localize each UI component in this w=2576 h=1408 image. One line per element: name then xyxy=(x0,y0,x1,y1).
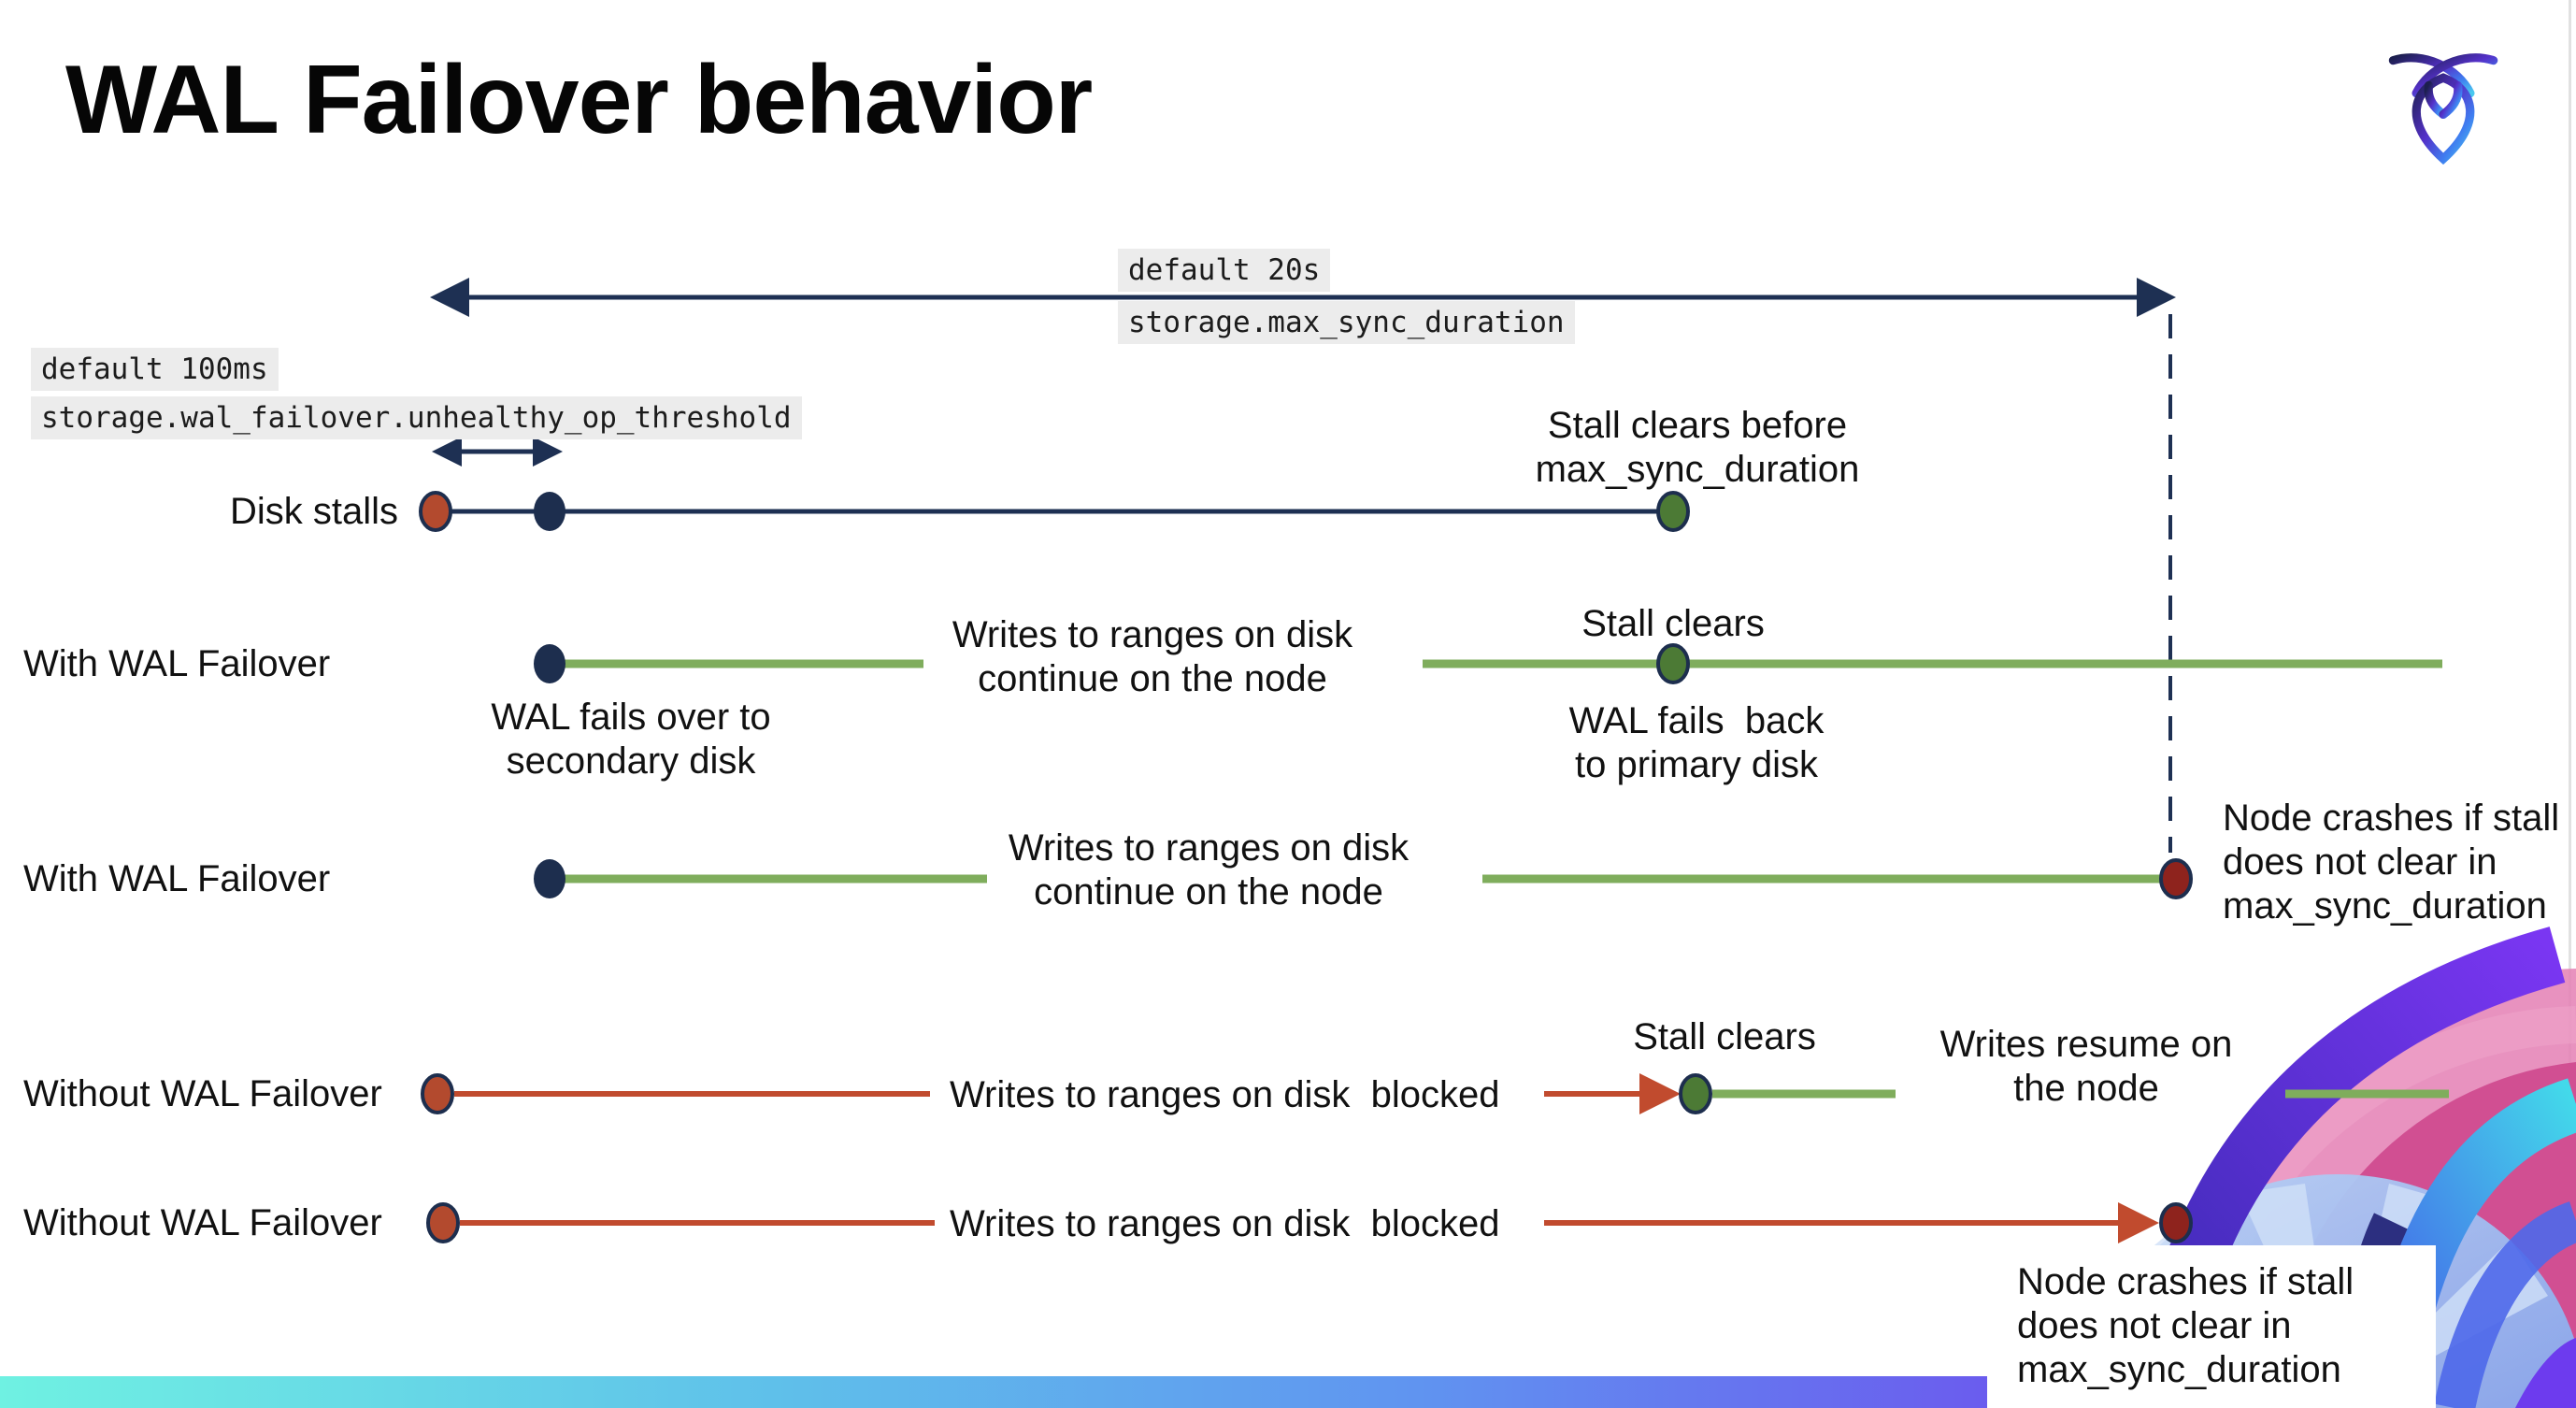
node-crashes-label-1: Node crashes if stall does not clear in … xyxy=(2223,797,2560,927)
writes-continue-label-2: Writes to ranges on disk continue on the… xyxy=(1008,827,1410,912)
crash-dot xyxy=(2159,858,2193,899)
writes-resume-label: Writes resume on the node xyxy=(1939,1024,2233,1109)
stall-clear-dot xyxy=(1656,491,1690,532)
stall-clear-dot xyxy=(1656,643,1690,684)
row-label-disk-stalls: Disk stalls xyxy=(230,491,399,532)
crash-dot xyxy=(2159,1202,2193,1243)
stall-clears-before-label: Stall clears before max_sync_duration xyxy=(1535,405,1860,490)
stall-start-dot xyxy=(421,1073,454,1114)
stall-clears-label-2: Stall clears xyxy=(1633,1016,1816,1057)
row-label-without-wal-failover-2: Without WAL Failover xyxy=(23,1202,382,1243)
slide-edge-line xyxy=(2569,0,2571,1372)
stall-clear-dot xyxy=(1679,1073,1712,1114)
wal-fails-back-label: WAL fails back to primary disk xyxy=(1568,700,1825,785)
failover-dot xyxy=(534,859,565,898)
stall-start-dot xyxy=(419,491,452,532)
row-label-with-wal-failover-1: With WAL Failover xyxy=(23,643,331,684)
row-with-failover-crash xyxy=(534,858,2193,899)
max-sync-duration-arrow xyxy=(430,278,2176,317)
row-label-with-wal-failover-2: With WAL Failover xyxy=(23,858,331,899)
row-with-failover-clears xyxy=(534,643,2442,684)
writes-blocked-label-2: Writes to ranges on disk blocked xyxy=(950,1203,1500,1244)
page-title: WAL Failover behavior xyxy=(65,46,1093,154)
row-disk-stalls xyxy=(419,491,1690,532)
threshold-arrow xyxy=(432,437,563,467)
writes-continue-label-1: Writes to ranges on disk continue on the… xyxy=(952,614,1353,699)
writes-blocked-label-1: Writes to ranges on disk blocked xyxy=(950,1074,1500,1115)
node-crash-callout: Node crashes if stall does not clear in … xyxy=(1987,1245,2436,1408)
stall-clears-label-1: Stall clears xyxy=(1581,603,1765,644)
stall-start-dot xyxy=(426,1202,460,1243)
node-crashes-label-2: Node crashes if stall does not clear in … xyxy=(2017,1261,2354,1390)
row-without-failover-clears xyxy=(421,1073,2449,1114)
failover-threshold-dot xyxy=(534,492,565,531)
max-sync-default-label: default 20s xyxy=(1118,249,1331,292)
threshold-default-label: default 100ms xyxy=(31,348,279,391)
max-sync-setting-label: storage.max_sync_duration xyxy=(1118,301,1575,344)
row-label-without-wal-failover-1: Without WAL Failover xyxy=(23,1073,382,1114)
threshold-setting-label: storage.wal_failover.unhealthy_op_thresh… xyxy=(31,396,802,439)
failover-dot xyxy=(534,644,565,683)
cockroachdb-logo-icon xyxy=(2388,53,2498,165)
row-without-failover-crash xyxy=(426,1202,2193,1243)
wal-fails-over-label: WAL fails over to secondary disk xyxy=(491,697,771,782)
